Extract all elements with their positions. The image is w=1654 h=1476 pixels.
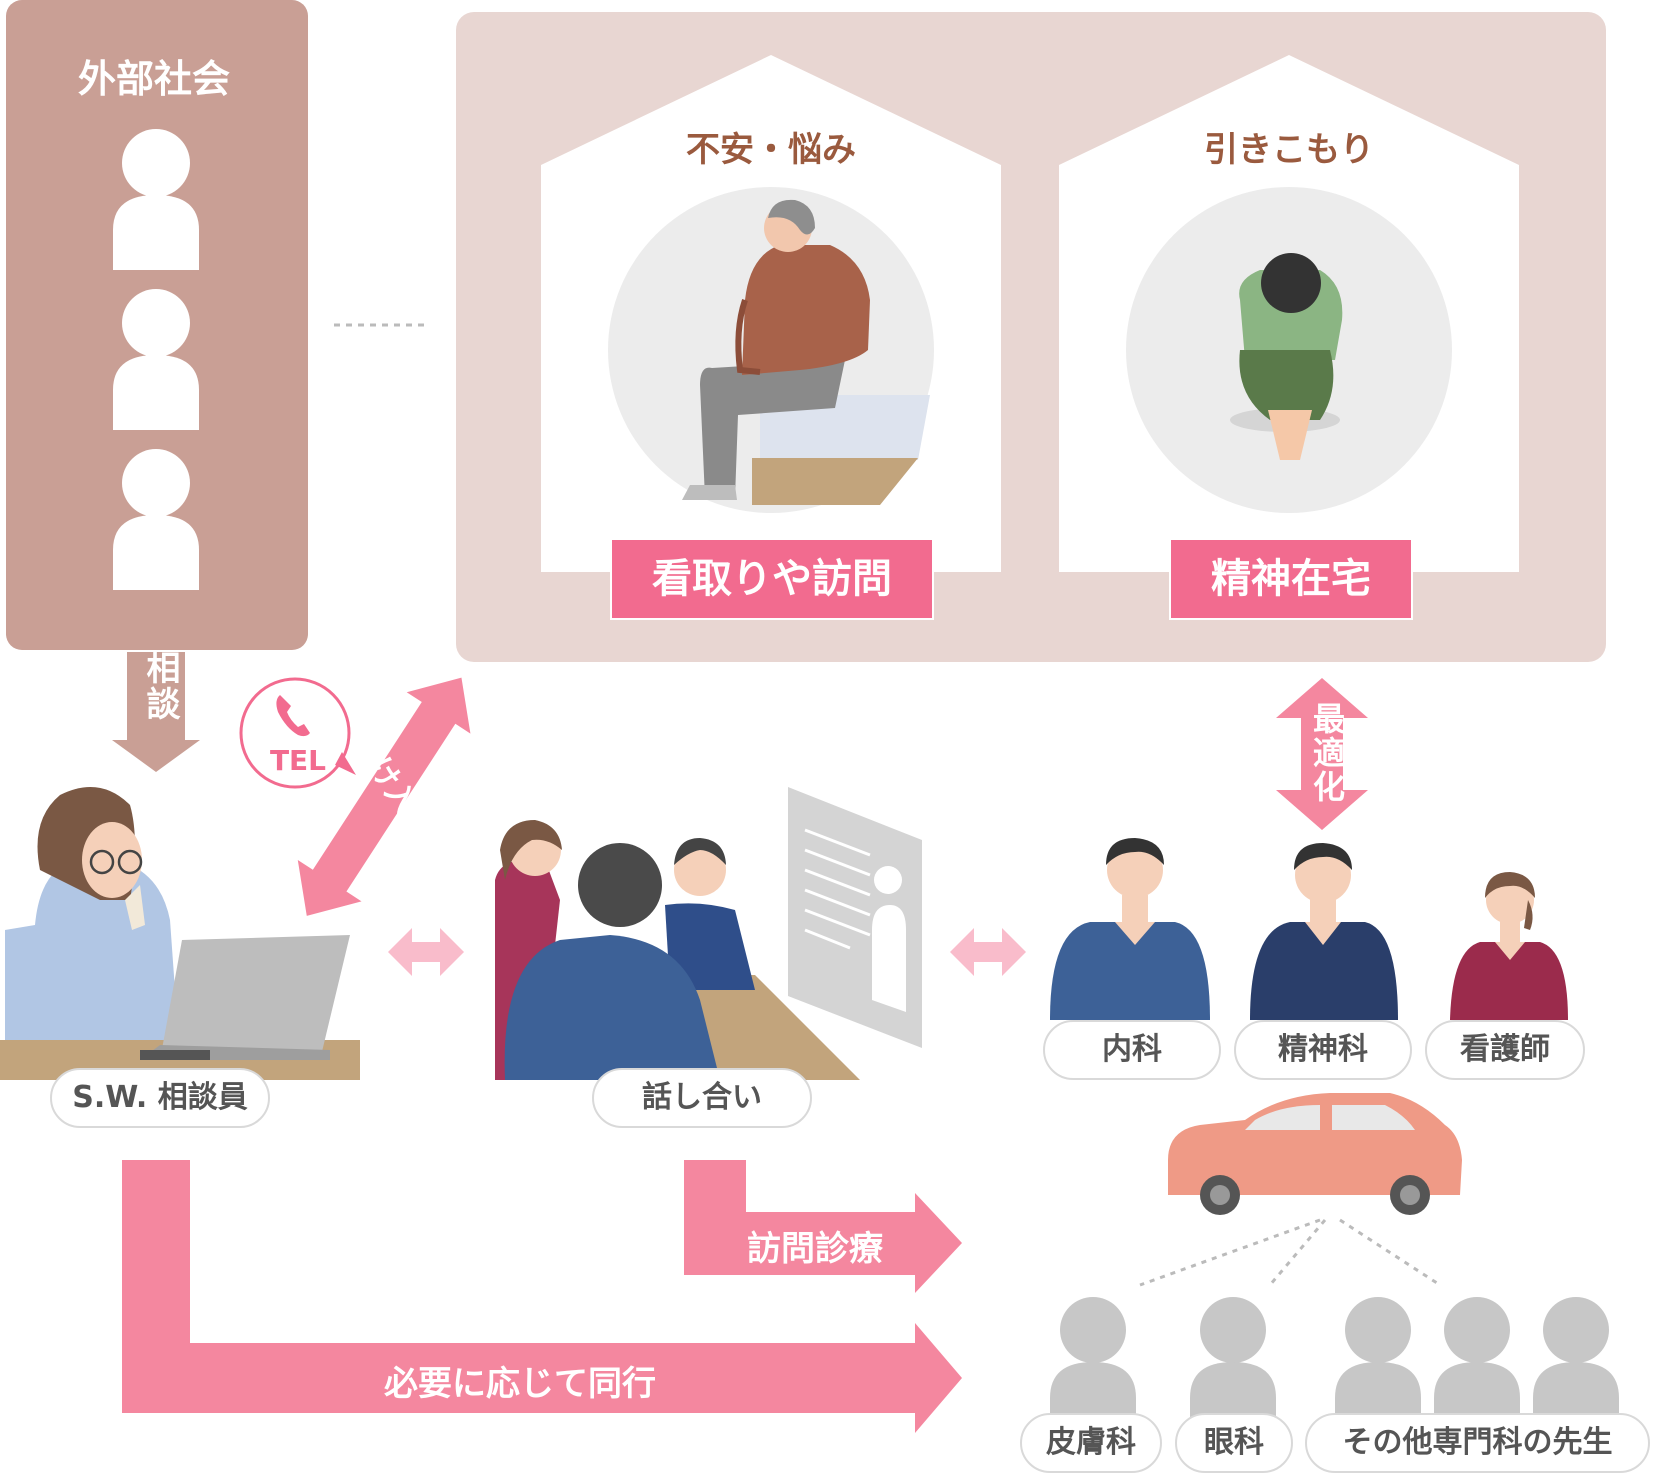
withdrawn-person-illustration xyxy=(1230,253,1343,460)
person-silhouette-icon xyxy=(1050,1297,1136,1420)
accompany-label: 必要に応じて同行 xyxy=(384,1364,656,1404)
meeting-label: 話し合い xyxy=(592,1068,812,1128)
society-title: 外部社会 xyxy=(77,57,230,101)
person-silhouette-icon xyxy=(113,129,199,270)
optimize-label: 最適化 xyxy=(1308,702,1346,804)
house-1-header: 不安・悩み xyxy=(686,130,856,170)
link-arrow-right xyxy=(950,928,1026,976)
car-icon xyxy=(1168,1093,1462,1215)
sw-worker-illustration xyxy=(0,787,360,1080)
dermatology-label: 皮膚科 xyxy=(1020,1413,1162,1473)
psychiatry-label: 精神科 xyxy=(1234,1020,1412,1080)
doctor-psychiatry xyxy=(1250,843,1398,1020)
home-visit-arrow xyxy=(684,1160,962,1293)
accompany-arrow xyxy=(122,1160,962,1433)
person-silhouette-icon xyxy=(1434,1297,1520,1420)
other-specialists-label: その他専門科の先生 xyxy=(1305,1413,1650,1473)
person-silhouette-icon xyxy=(1533,1297,1619,1420)
person-silhouette-icon xyxy=(113,289,199,430)
service-psychiatric-home: 精神在宅 xyxy=(1169,538,1413,620)
person-silhouette-icon xyxy=(1190,1297,1276,1420)
consult-arrow xyxy=(112,652,200,772)
consult-label: 相談 xyxy=(140,650,180,722)
service-home-care: 看取りや訪問 xyxy=(610,538,934,620)
phone-icon xyxy=(276,695,310,737)
house-2-header: 引きこもり xyxy=(1204,130,1374,170)
internal-medicine-label: 内科 xyxy=(1043,1020,1221,1080)
home-visit-label: 訪問診療 xyxy=(747,1229,883,1269)
meeting-illustration xyxy=(495,820,860,1080)
person-silhouette-icon xyxy=(1335,1297,1421,1420)
ophthalmology-label: 眼科 xyxy=(1175,1413,1293,1473)
nurse-label: 看護師 xyxy=(1425,1020,1585,1080)
optimize-arrow xyxy=(1276,678,1368,830)
elderly-man-illustration xyxy=(682,199,930,505)
person-silhouette-icon xyxy=(113,449,199,590)
doctor-internal-medicine xyxy=(1050,838,1210,1020)
link-arrow-left xyxy=(388,928,464,976)
accept-arrow xyxy=(297,677,471,916)
nurse xyxy=(1450,872,1568,1020)
tel-label: TEL xyxy=(269,744,327,777)
sw-label: S.W. 相談員 xyxy=(50,1068,270,1128)
presentation-board-icon xyxy=(788,787,922,1048)
